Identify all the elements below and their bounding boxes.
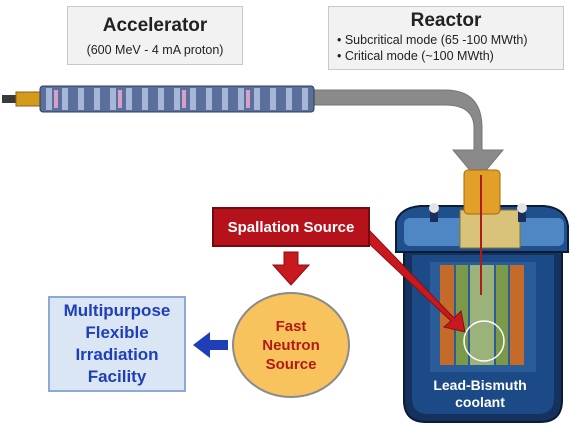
accelerator-linac [2, 85, 315, 113]
reactor-mode-critical: • Critical mode (~100 MWth) [337, 49, 494, 63]
accelerator-subtitle: (600 MeV - 4 mA proton) [86, 43, 224, 57]
reactor-label-box: Reactor • Subcritical mode (65 -100 MWth… [328, 6, 564, 70]
fast-neutron-line: Fast [275, 317, 307, 335]
coolant-line: coolant [455, 394, 505, 410]
facility-line: Multipurpose [63, 301, 171, 320]
fast-neutron-line: Source [265, 355, 317, 373]
accelerator-label-box: Accelerator (600 MeV - 4 mA proton) [67, 6, 243, 65]
neutron-to-facility-arrow [193, 332, 228, 358]
fast-neutron-source-circle: Fast Neutron Source [232, 292, 350, 398]
spallation-to-core-arrow [360, 228, 466, 333]
coolant-line: Lead-Bismuth [433, 377, 527, 393]
reactor-vessel [395, 169, 569, 423]
reactor-title: Reactor [410, 10, 482, 31]
spallation-to-neutron-arrow [271, 251, 311, 286]
beam-transport-arrow [311, 89, 505, 181]
accelerator-title: Accelerator [102, 15, 208, 36]
target-highlight [463, 320, 505, 362]
fast-neutron-line: Neutron [262, 336, 320, 354]
facility-line: Facility [87, 367, 147, 386]
facility-line: Irradiation [75, 345, 159, 364]
facility-line: Flexible [85, 323, 149, 342]
coolant-label: Lead-Bismuth coolant [424, 377, 536, 411]
irradiation-facility-box: Multipurpose Flexible Irradiation Facili… [48, 296, 186, 392]
reactor-core [440, 265, 524, 365]
spallation-source-box: Spallation Source [212, 207, 370, 247]
reactor-mode-subcritical: • Subcritical mode (65 -100 MWth) [337, 33, 528, 47]
